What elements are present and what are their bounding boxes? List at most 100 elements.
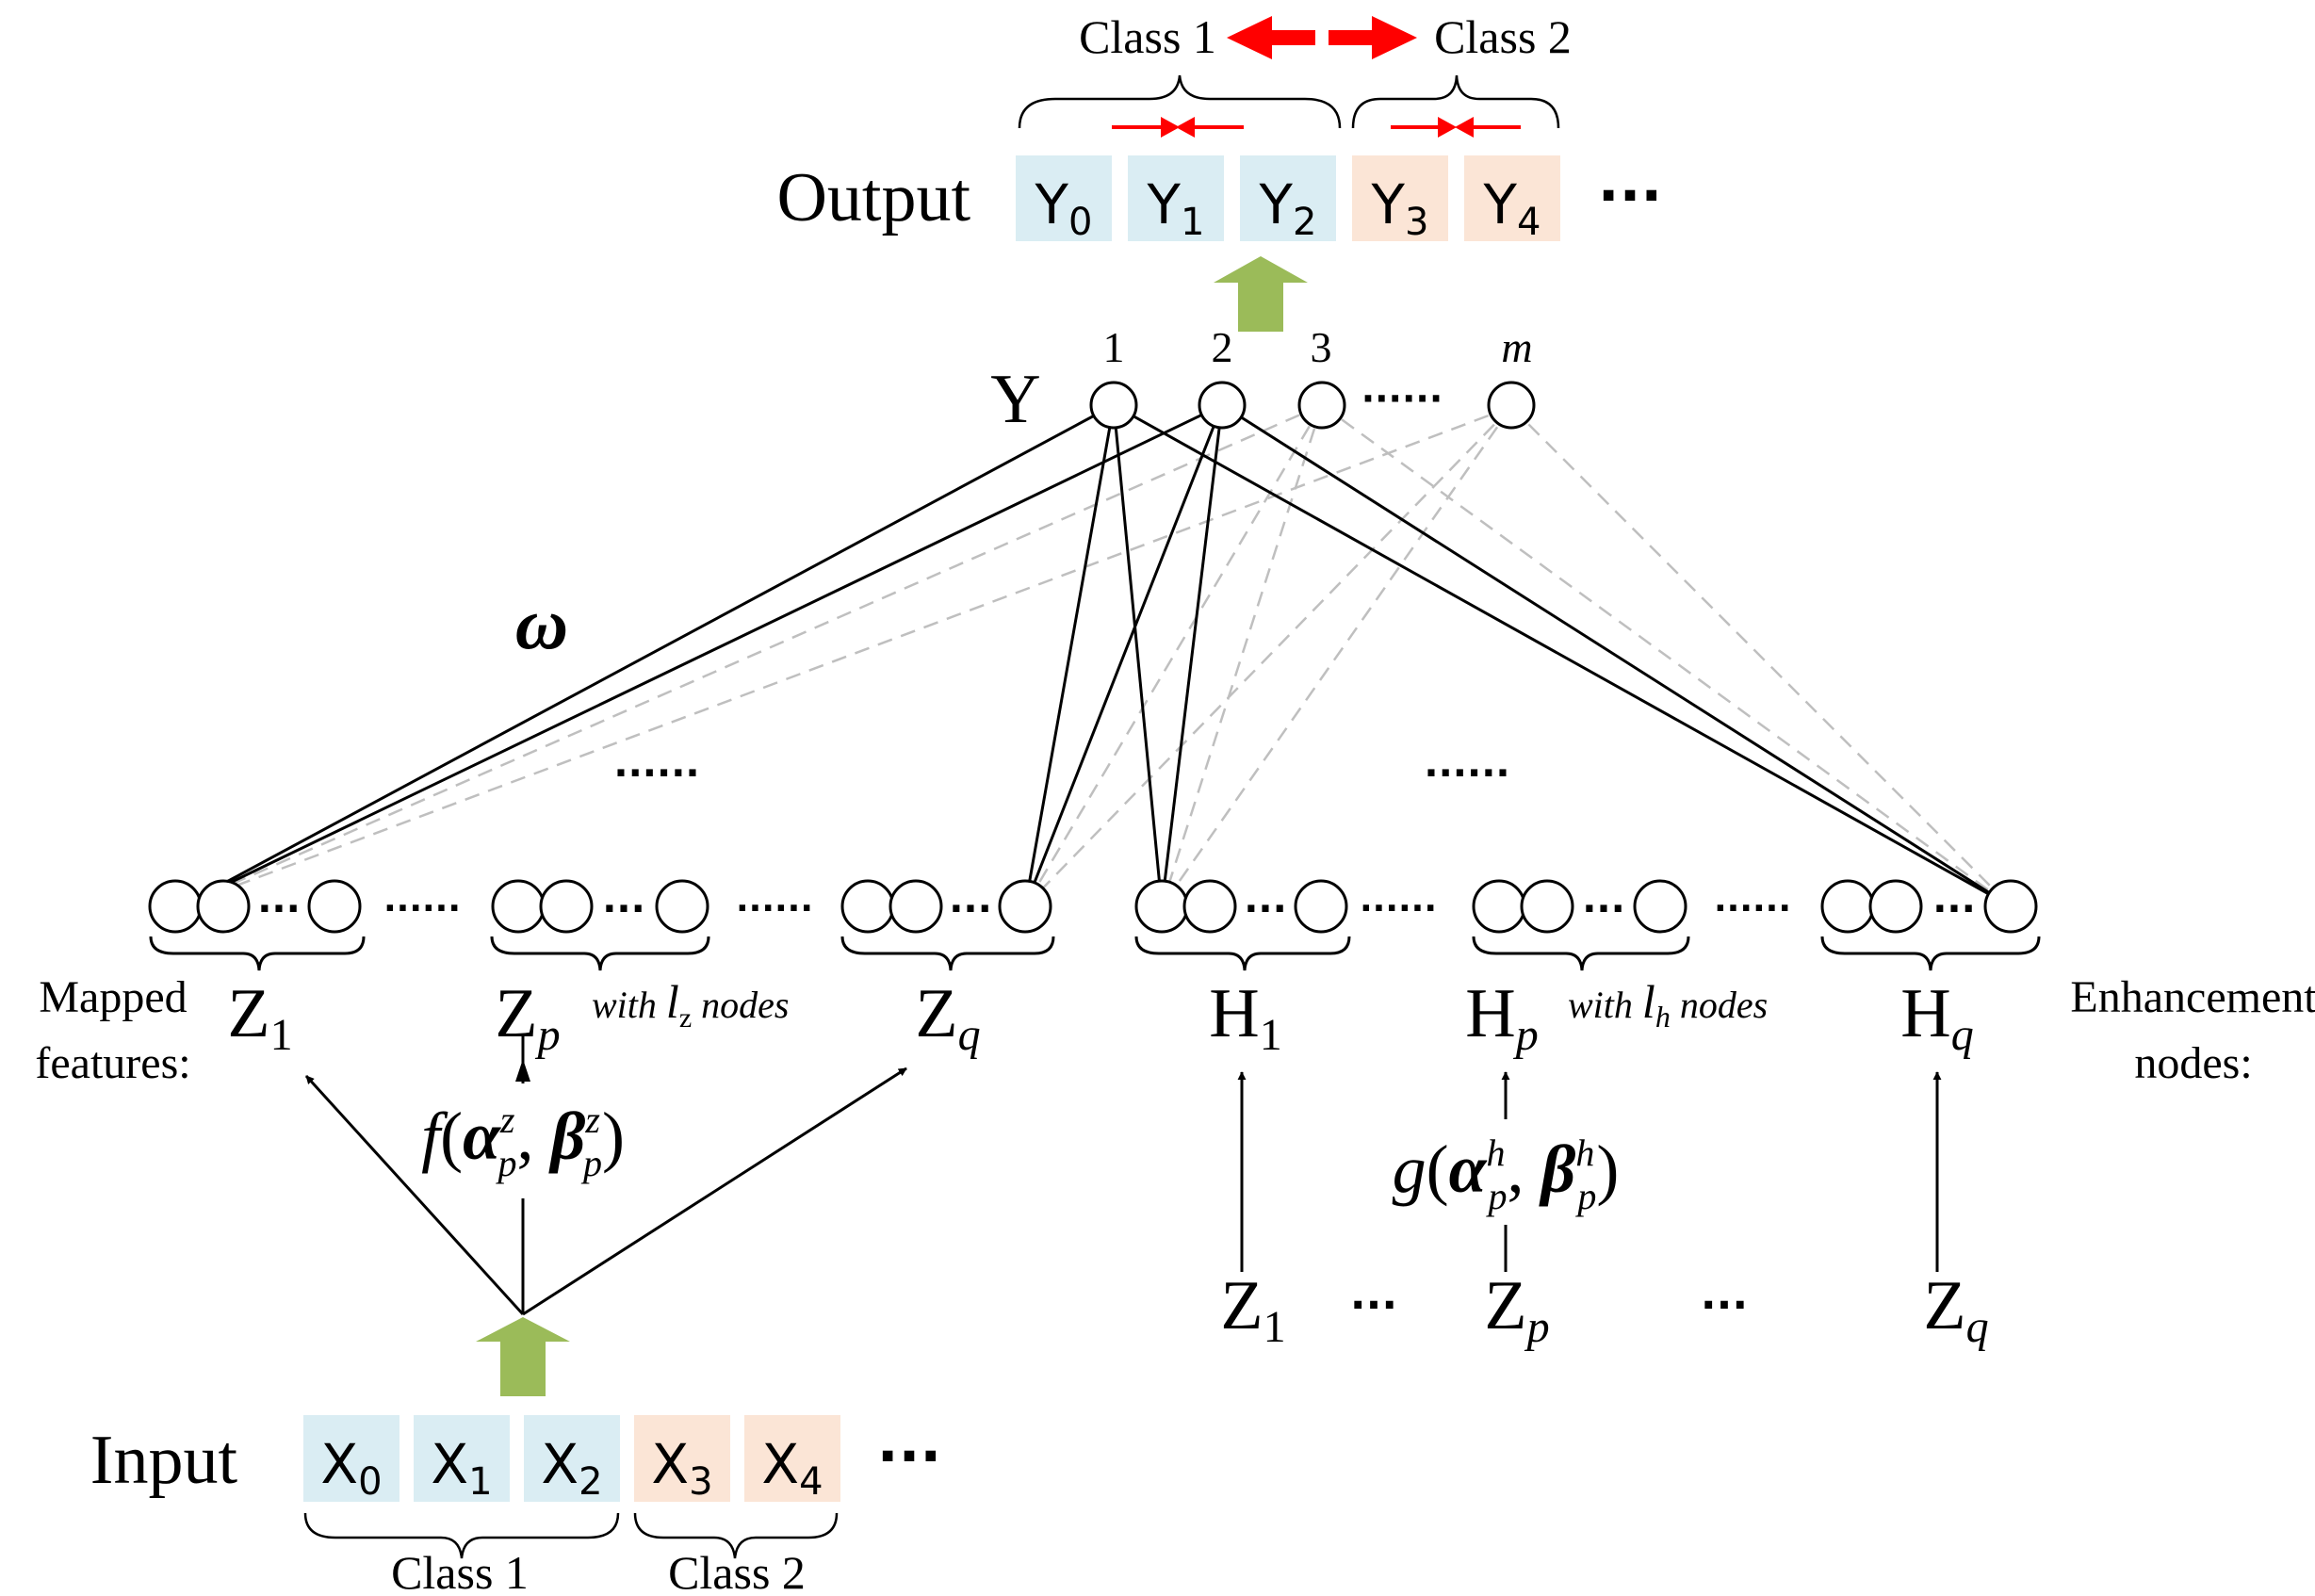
between-group-dots: ······ bbox=[383, 889, 461, 928]
label-sub: q bbox=[1951, 1010, 1974, 1060]
y-layer-label: Y bbox=[990, 361, 1040, 438]
input-cell: X1 bbox=[414, 1415, 510, 1504]
mapped-feature-group: ··· bbox=[148, 879, 366, 971]
enhancement-node-group: ··· bbox=[1820, 879, 2041, 971]
function-alpha: α bbox=[463, 1099, 501, 1174]
enhancement-region-ellipsis: ······ bbox=[1424, 752, 1509, 795]
group-dots: ··· bbox=[949, 888, 992, 931]
solid-connection bbox=[1023, 404, 1224, 907]
label-sub: p bbox=[535, 1010, 561, 1060]
label-letter: Z bbox=[1220, 1267, 1263, 1344]
input-cell-bg bbox=[524, 1415, 620, 1502]
enhancement-group-label: Hq bbox=[1900, 975, 1973, 1060]
dashed-connection bbox=[180, 403, 1323, 908]
node bbox=[1520, 879, 1574, 934]
output-cell-letter: Y bbox=[1035, 172, 1069, 236]
hidden-node-row: ··· ··· ··· ··· ··· bbox=[148, 879, 2041, 971]
mapping-arrow-head bbox=[515, 1059, 530, 1082]
output-class1-label: Class 1 bbox=[1079, 10, 1216, 63]
input-cell-sub: 2 bbox=[579, 1460, 602, 1504]
output-class2-converge bbox=[1391, 117, 1521, 138]
node bbox=[148, 879, 203, 934]
function-sub: p bbox=[495, 1142, 516, 1184]
y-node bbox=[1487, 381, 1536, 430]
enhancement-caption-line2: nodes: bbox=[2134, 1038, 2252, 1088]
input-cell-sub: 3 bbox=[689, 1460, 712, 1504]
output-cell: Y2 bbox=[1240, 155, 1336, 244]
output-cell-bg bbox=[1352, 155, 1448, 241]
group-brace bbox=[840, 936, 1055, 971]
input-cell: X4 bbox=[744, 1415, 840, 1504]
function-alpha: α bbox=[1449, 1132, 1488, 1207]
mapped-caption-line1: Mapped bbox=[39, 972, 187, 1022]
svg-text:X3: X3 bbox=[651, 1432, 712, 1504]
function-beta: β bbox=[1538, 1132, 1575, 1207]
output-cell-bg bbox=[1240, 155, 1336, 241]
enhancement-group-label: Hp bbox=[1465, 975, 1538, 1060]
solid-connection bbox=[1221, 403, 2012, 908]
y-nodes bbox=[1089, 381, 1536, 430]
output-cell-bg bbox=[1128, 155, 1224, 241]
group-brace bbox=[1472, 936, 1690, 971]
function-sup: h bbox=[1486, 1132, 1505, 1174]
y-node bbox=[1089, 381, 1138, 430]
between-group-dots: ······ bbox=[1714, 889, 1791, 928]
with-suffix: nodes bbox=[1671, 984, 1768, 1026]
input-class1-label: Class 1 bbox=[391, 1546, 529, 1596]
group-dots: ··· bbox=[1244, 888, 1287, 931]
enhancement-input-label: Z1 bbox=[1220, 1267, 1285, 1352]
output-class1-converge bbox=[1112, 117, 1244, 138]
node bbox=[1633, 879, 1687, 934]
y-node bbox=[1297, 381, 1346, 430]
connection-lines bbox=[180, 403, 2012, 908]
mapping-arrows bbox=[304, 1034, 907, 1316]
dashed-connection bbox=[1024, 406, 1512, 907]
node bbox=[1134, 879, 1189, 934]
red-right-arrow bbox=[1329, 16, 1417, 59]
input-cell-bg bbox=[303, 1415, 399, 1502]
mapped-features-section: Mapped features: Z1 Zp Zq with lz nodes … bbox=[35, 972, 981, 1316]
input-cell-letter: X bbox=[320, 1432, 358, 1496]
output-cell-sub: 0 bbox=[1068, 201, 1092, 244]
y-node bbox=[1198, 381, 1247, 430]
with-suffix: nodes bbox=[692, 984, 789, 1026]
input-section: Input X0 X1 X2 X3 X4 ··· bbox=[90, 1415, 941, 1596]
group-brace bbox=[1820, 936, 2041, 971]
output-label: Output bbox=[776, 159, 970, 236]
input-cell-letter: X bbox=[651, 1432, 689, 1496]
solid-connection bbox=[1023, 404, 1116, 907]
label-letter: Z bbox=[227, 975, 269, 1052]
solid-connection bbox=[180, 403, 1115, 908]
group-dots: ··· bbox=[1932, 888, 1976, 931]
output-cell-sub: 1 bbox=[1181, 201, 1204, 244]
svg-text:Y2: Y2 bbox=[1259, 172, 1317, 244]
node bbox=[307, 879, 362, 934]
output-class2-brace bbox=[1351, 74, 1560, 129]
group-brace bbox=[1134, 936, 1351, 971]
enhancement-with-nodes: with lh nodes bbox=[1568, 975, 1768, 1034]
dashed-connections bbox=[180, 403, 2012, 908]
function-name: g bbox=[1393, 1132, 1426, 1207]
label-letter: H bbox=[1900, 975, 1950, 1052]
input-cell-bg bbox=[744, 1415, 840, 1502]
enhancement-inputs-ellipsis: ··· bbox=[1701, 1281, 1748, 1329]
node bbox=[539, 879, 594, 934]
output-cell-sub: 3 bbox=[1405, 201, 1428, 244]
input-cells: X0 X1 X2 X3 X4 bbox=[303, 1415, 840, 1504]
input-cell-bg bbox=[414, 1415, 510, 1502]
dashed-connection bbox=[1160, 404, 1324, 907]
output-cell-letter: Y bbox=[1371, 172, 1406, 236]
svg-text:X4: X4 bbox=[761, 1432, 823, 1504]
input-cell: X0 bbox=[303, 1415, 399, 1504]
label-letter: H bbox=[1209, 975, 1259, 1052]
group-dots: ··· bbox=[602, 888, 645, 931]
y-node-number: 3 bbox=[1311, 323, 1332, 371]
input-cell-bg bbox=[634, 1415, 730, 1502]
y-layer: Y 1 2 3 m ······ bbox=[990, 323, 1532, 438]
output-cell-letter: Y bbox=[1483, 172, 1518, 236]
svg-text:X1: X1 bbox=[431, 1432, 492, 1504]
y-node-number: 2 bbox=[1212, 323, 1233, 371]
label-sub: p bbox=[1513, 1010, 1539, 1060]
